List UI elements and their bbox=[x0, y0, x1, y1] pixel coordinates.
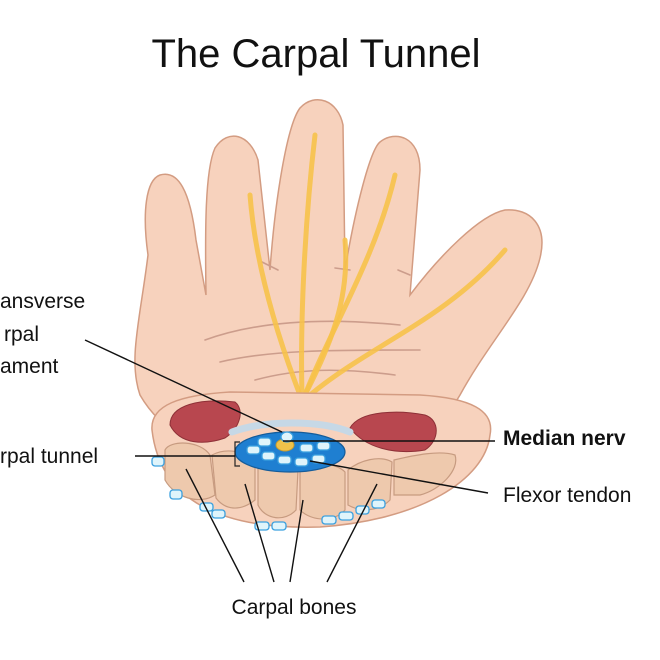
leader-carpal-bones bbox=[326, 483, 378, 583]
flexor-tendon bbox=[277, 455, 292, 465]
nerve-branch bbox=[307, 247, 508, 398]
label-transverse-ligament-2: rpal bbox=[4, 323, 39, 346]
finger-crease bbox=[261, 261, 279, 271]
palm-crease bbox=[254, 369, 396, 381]
extensor-tendon bbox=[321, 515, 337, 525]
flexor-tendon bbox=[299, 443, 314, 453]
thenar-muscle bbox=[169, 400, 241, 443]
labels: ansverse rpal ament rpal tunnel Median n… bbox=[0, 290, 631, 619]
label-carpal-bones: Carpal bones bbox=[232, 596, 357, 619]
palm-crease bbox=[219, 349, 421, 363]
flexor-tendon bbox=[257, 437, 272, 447]
extensor-tendon bbox=[371, 499, 386, 509]
diagram-title: The Carpal Tunnel bbox=[151, 32, 480, 76]
extensor-tendon bbox=[338, 511, 354, 521]
extensor-tendon bbox=[271, 521, 287, 531]
nerve-branch bbox=[302, 237, 349, 398]
finger-crease bbox=[397, 269, 411, 276]
median-nerve-branches bbox=[247, 132, 508, 398]
nerve-branch bbox=[247, 192, 303, 398]
flexor-tendons-group bbox=[246, 437, 331, 467]
extensor-tendon bbox=[355, 505, 370, 515]
carpal-bone bbox=[211, 450, 256, 509]
leader-carpal-bones bbox=[289, 499, 304, 583]
label-transverse-ligament-3: ament bbox=[0, 355, 59, 378]
flexor-tendon bbox=[246, 445, 261, 455]
leader-transverse-ligament bbox=[84, 339, 283, 433]
label-flexor-tendons: Flexor tendon bbox=[503, 484, 631, 507]
carpal-bone bbox=[299, 463, 346, 520]
extensor-tendon bbox=[151, 456, 165, 467]
flexor-tendon bbox=[316, 441, 331, 451]
label-carpal-tunnel: rpal tunnel bbox=[0, 445, 98, 468]
extensor-tendon bbox=[169, 489, 183, 500]
wrist-cross-section bbox=[151, 391, 492, 531]
tunnel-bracket bbox=[234, 441, 240, 467]
label-transverse-ligament-1: ansverse bbox=[0, 290, 85, 313]
flexor-tendon bbox=[261, 451, 276, 461]
extensor-tendon bbox=[211, 509, 226, 519]
flexor-tendon bbox=[294, 457, 309, 467]
median-nerve-spot bbox=[280, 431, 294, 443]
hypothenar-muscle bbox=[349, 411, 437, 453]
leader-flexor-tendons bbox=[309, 460, 489, 494]
label-median-nerve: Median nerv bbox=[503, 427, 626, 450]
nerve-branch bbox=[299, 132, 318, 398]
leader-carpal-bones bbox=[244, 483, 275, 583]
leader-lines bbox=[84, 339, 495, 583]
palm-crease bbox=[204, 320, 401, 341]
transverse-ligament bbox=[228, 419, 354, 436]
extensor-tendon bbox=[199, 502, 214, 512]
leader-carpal-bones bbox=[185, 468, 245, 583]
